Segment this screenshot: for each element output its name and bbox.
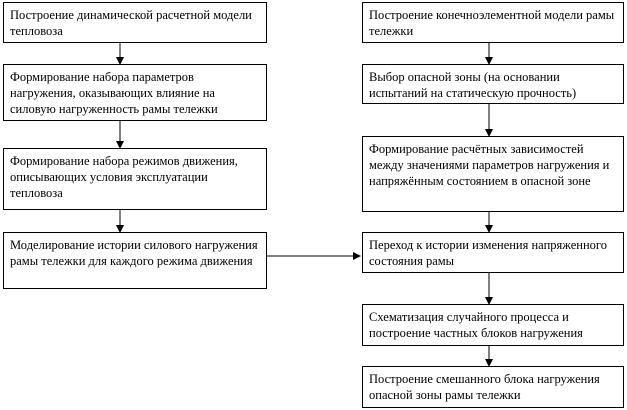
box-danger-zone: Выбор опасной зоны (на основании испытан… [362,64,624,104]
box-load-parameters: Формирование набора параметров нагружени… [3,64,267,121]
box-fe-model: Построение конечноэлементной модели рамы… [362,2,624,43]
box-load-history-modeling: Моделирование истории силового нагружени… [3,232,267,289]
box-motion-modes: Формирование набора режимов движения, оп… [3,148,267,210]
box-dynamic-model: Построение динамической расчетной модели… [3,2,267,43]
box-calc-dependencies: Формирование расчётных зависимостей межд… [362,136,624,212]
box-mixed-load-block: Построение смешанного блока нагружения о… [362,366,624,408]
box-random-process-schematization: Схематизация случайного процесса и постр… [362,304,624,346]
box-stress-history: Переход к истории изменения напряженного… [362,232,624,273]
